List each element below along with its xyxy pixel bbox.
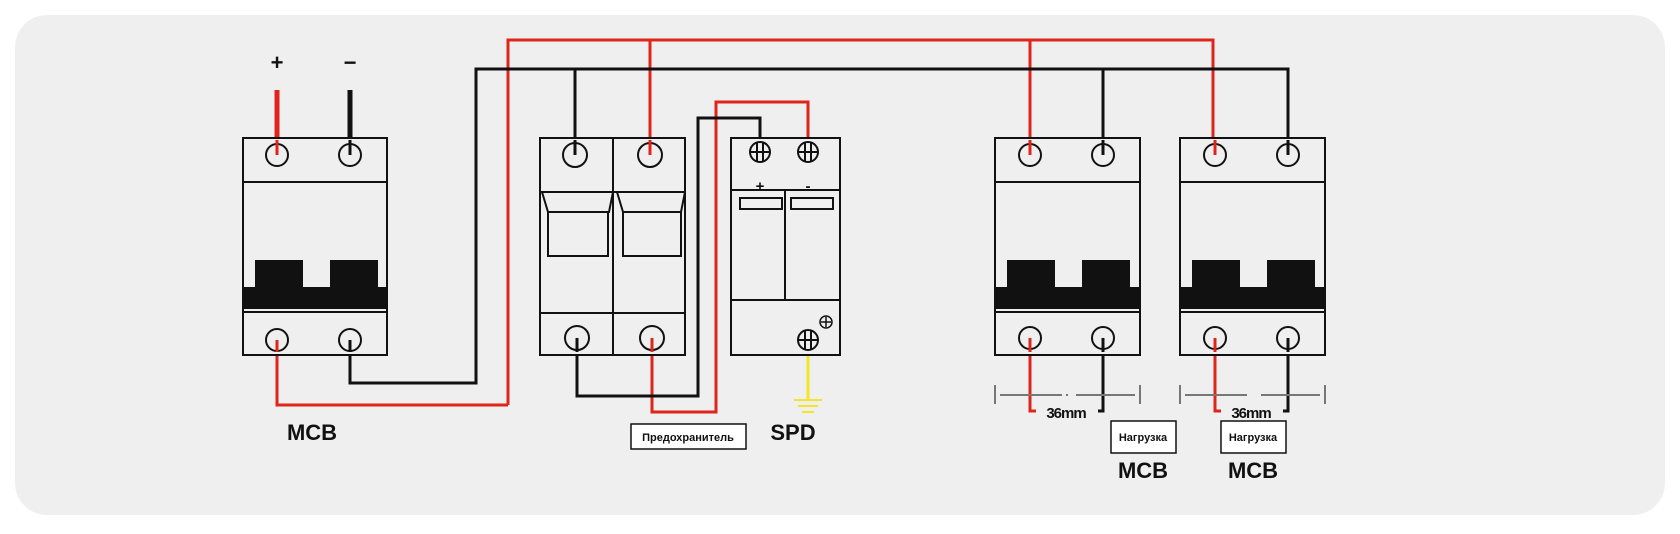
load-mcb-2 — [1179, 137, 1326, 404]
main-mcb — [242, 137, 388, 356]
load-label-1: Нагрузка — [1119, 432, 1168, 444]
fuse-label: Предохранитель — [642, 432, 734, 444]
screw-terminal-icon — [749, 141, 771, 163]
dimension-line — [994, 385, 1141, 404]
load-mcb-2-width-label: 36mm — [1231, 405, 1271, 422]
load-mcb-2-label: MCB — [1228, 458, 1278, 483]
load-box-2 — [1220, 420, 1287, 454]
load-mcb-1-width-label: 36mm — [1046, 405, 1086, 422]
ground-symbol-icon — [819, 315, 833, 329]
load-mcb-1-label: MCB — [1118, 458, 1168, 483]
load-box-1 — [1110, 420, 1177, 454]
load-label-2: Нагрузка — [1229, 432, 1278, 444]
positive-wires — [274, 38, 1221, 414]
screw-terminal-icon — [797, 141, 819, 163]
input-minus-label: − — [344, 50, 357, 75]
spd-plus-label: + — [756, 178, 765, 195]
fuse-holder — [539, 137, 686, 356]
load-mcb-1 — [994, 137, 1141, 404]
ground-screw-terminal-icon — [797, 329, 819, 351]
dimension-line — [1179, 385, 1326, 404]
input-plus-label: + — [271, 50, 284, 75]
spd: + - — [730, 137, 841, 356]
spd-minus-label: - — [806, 178, 811, 195]
spd-label: SPD — [770, 420, 815, 445]
main-mcb-label: MCB — [287, 420, 337, 445]
fuse-label-box — [630, 423, 747, 450]
